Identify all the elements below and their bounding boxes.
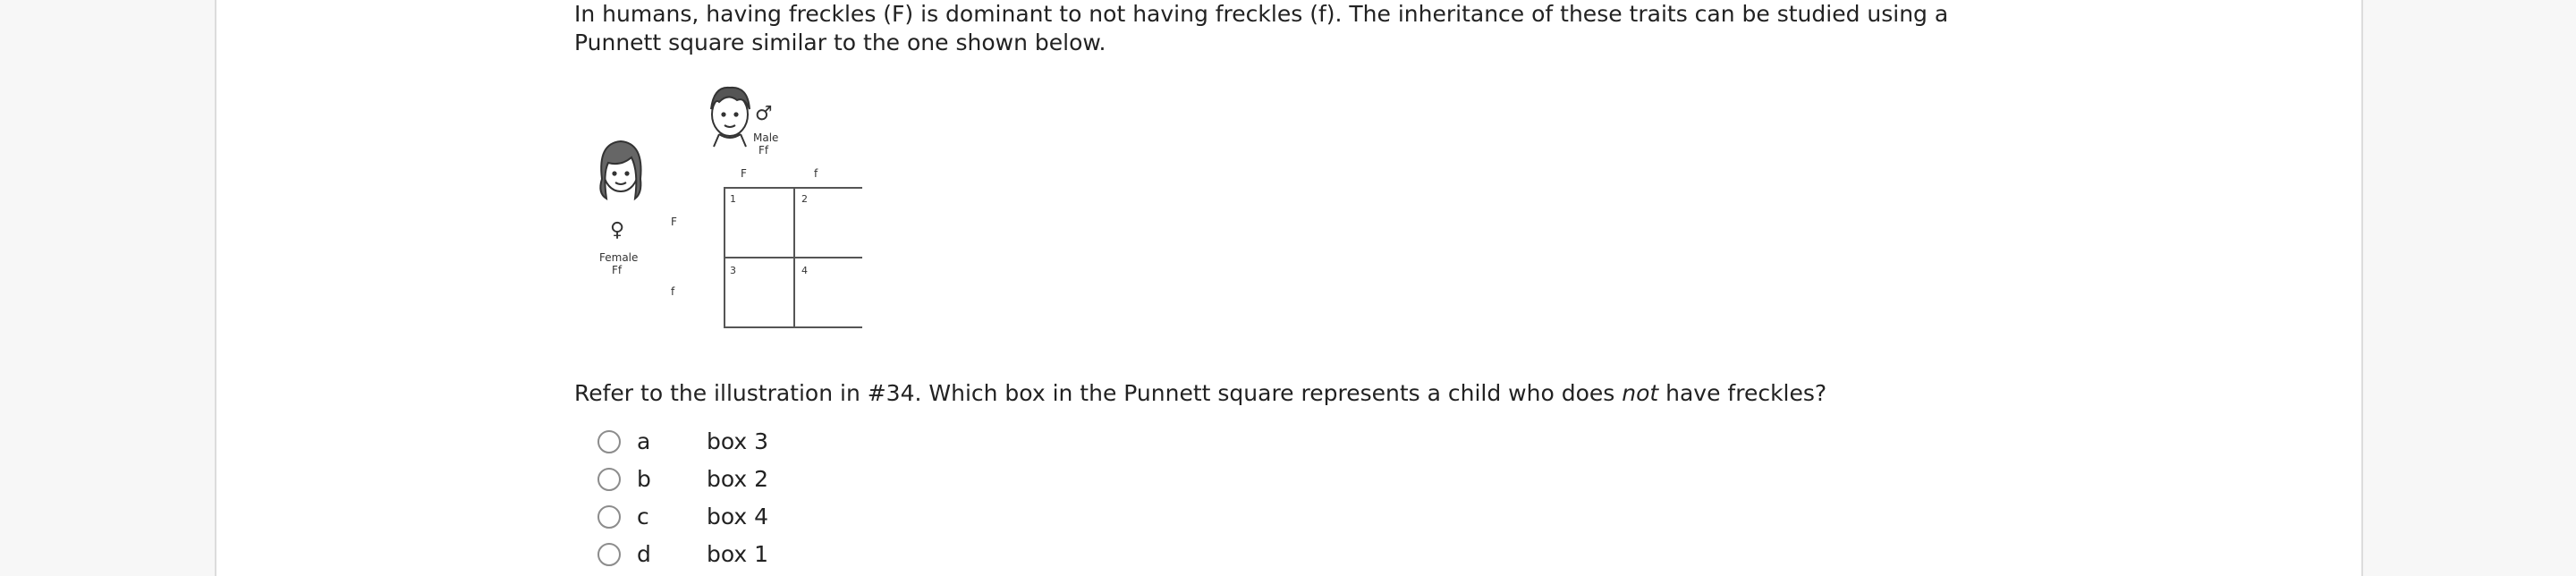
box-number-3: 3 <box>730 265 736 276</box>
row-allele-2: f <box>671 285 675 298</box>
option-letter: b <box>637 466 651 492</box>
row-allele-1: F <box>671 216 677 228</box>
answer-option-d[interactable]: d box 1 <box>597 538 955 576</box>
answer-options: a box 3 b box 2 c box 4 d box 1 <box>597 426 955 576</box>
female-head-drawing <box>599 140 642 201</box>
radio-button[interactable] <box>597 430 621 453</box>
option-text: box 4 <box>707 504 769 529</box>
radio-button[interactable] <box>597 505 621 529</box>
punnett-box-1 <box>724 187 795 258</box>
answer-option-b[interactable]: b box 2 <box>597 463 955 501</box>
column-allele-1: F <box>741 167 747 180</box>
question-prompt: Refer to the illustration in #34. Which … <box>574 379 1826 408</box>
option-text: box 3 <box>707 428 769 454</box>
box-number-1: 1 <box>730 193 736 205</box>
option-text: box 2 <box>707 466 769 492</box>
answer-option-c[interactable]: c box 4 <box>597 501 955 538</box>
column-allele-2: f <box>814 167 818 180</box>
male-genotype: Ff <box>758 144 769 157</box>
box-number-4: 4 <box>801 265 808 276</box>
male-symbol: ♂ <box>755 103 773 125</box>
question-prompt-emphasis: not <box>1622 380 1659 406</box>
question-prompt-text: Refer to the illustration in #34. Which … <box>574 380 1623 406</box>
male-label: Male <box>753 131 778 144</box>
female-symbol: ♀ <box>610 219 624 241</box>
option-text: box 1 <box>707 541 769 567</box>
punnett-square-illustration: ♂ Male Ff ♀ Female Ff F f F <box>594 73 862 338</box>
question-intro: In humans, having freckles (F) is domina… <box>574 1 1949 55</box>
option-letter: c <box>637 504 649 529</box>
question-panel: In humans, having freckles (F) is domina… <box>215 0 2363 576</box>
male-head-drawing <box>710 86 750 148</box>
radio-button[interactable] <box>597 543 621 566</box>
punnett-box-4 <box>793 257 862 328</box>
question-prompt-end: have freckles? <box>1658 380 1827 406</box>
radio-button[interactable] <box>597 468 621 491</box>
option-letter: a <box>637 428 651 454</box>
punnett-square-figure: ♂ Male Ff ♀ Female Ff F f F <box>599 86 862 328</box>
female-genotype: Ff <box>612 264 623 276</box>
answer-option-a[interactable]: a box 3 <box>597 426 955 463</box>
option-letter: d <box>637 541 651 567</box>
female-label: Female <box>599 251 638 264</box>
punnett-grid <box>724 187 862 328</box>
box-number-2: 2 <box>801 193 808 205</box>
